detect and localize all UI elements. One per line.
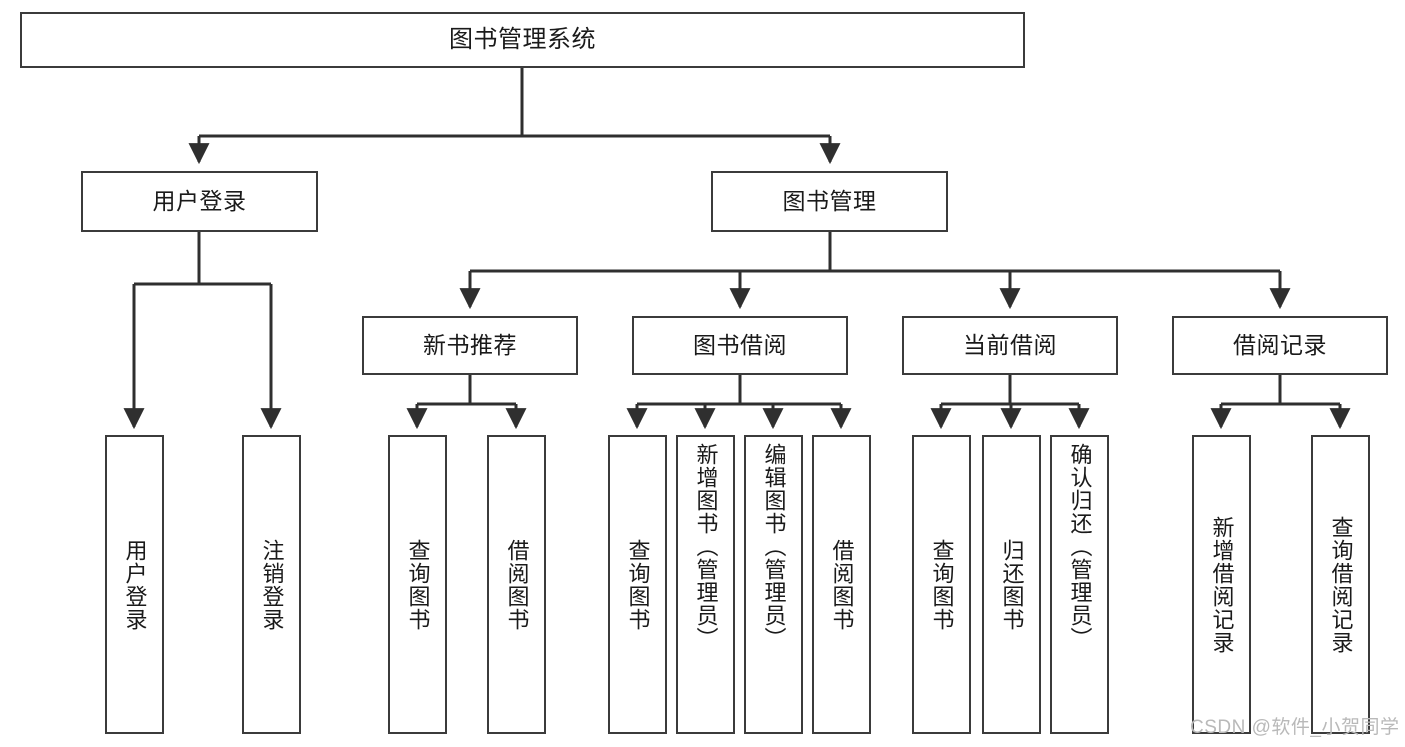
node-label: 图书管理系统 <box>449 26 596 54</box>
node-label: 借阅记录 <box>1233 332 1327 359</box>
leaf-query-book[interactable]: 查询图书 <box>608 435 667 734</box>
node-label: 查询图书 <box>625 538 651 631</box>
node-label: 当前借阅 <box>963 332 1057 359</box>
leaf-query-book-cur[interactable]: 查询图书 <box>912 435 971 734</box>
node-label: 图书借阅 <box>693 332 787 359</box>
leaf-add-book[interactable]: 新增图书（管理员） <box>676 435 735 734</box>
node-label: 新增借阅记录 <box>1209 515 1235 654</box>
node-root-system[interactable]: 图书管理系统 <box>20 12 1025 68</box>
node-book-management[interactable]: 图书管理 <box>711 171 948 232</box>
node-label: 查询图书 <box>929 538 955 631</box>
leaf-query-book-rec[interactable]: 查询图书 <box>388 435 447 734</box>
node-current-borrow[interactable]: 当前借阅 <box>902 316 1118 375</box>
leaf-add-borrow-record[interactable]: 新增借阅记录 <box>1192 435 1251 734</box>
watermark-text: CSDN @软件_小贺同学 <box>1190 717 1400 738</box>
node-label: 用户登录 <box>122 538 148 631</box>
node-label: 新书推荐 <box>423 332 517 359</box>
node-book-borrow[interactable]: 图书借阅 <box>632 316 848 375</box>
node-label: 新增图书（管理员） <box>693 443 719 650</box>
node-label: 注销登录 <box>259 538 285 631</box>
leaf-user-login[interactable]: 用户登录 <box>105 435 164 734</box>
node-label: 归还图书 <box>999 538 1025 631</box>
node-label: 借阅图书 <box>504 538 530 631</box>
node-new-book-recommend[interactable]: 新书推荐 <box>362 316 578 375</box>
leaf-confirm-return[interactable]: 确认归还（管理员） <box>1050 435 1109 734</box>
leaf-query-borrow-record[interactable]: 查询借阅记录 <box>1311 435 1370 734</box>
node-label: 图书管理 <box>782 188 877 215</box>
node-label: 用户登录 <box>152 188 247 215</box>
leaf-edit-book[interactable]: 编辑图书（管理员） <box>744 435 803 734</box>
node-label: 编辑图书（管理员） <box>761 443 787 650</box>
leaf-return-book[interactable]: 归还图书 <box>982 435 1041 734</box>
node-user-login[interactable]: 用户登录 <box>81 171 318 232</box>
leaf-borrow-book-rec[interactable]: 借阅图书 <box>487 435 546 734</box>
leaf-logout[interactable]: 注销登录 <box>242 435 301 734</box>
node-label: 确认归还（管理员） <box>1067 443 1093 650</box>
node-label: 借阅图书 <box>829 538 855 631</box>
leaf-borrow-book[interactable]: 借阅图书 <box>812 435 871 734</box>
node-label: 查询借阅记录 <box>1328 515 1354 654</box>
node-borrow-record[interactable]: 借阅记录 <box>1172 316 1388 375</box>
node-label: 查询图书 <box>405 538 431 631</box>
